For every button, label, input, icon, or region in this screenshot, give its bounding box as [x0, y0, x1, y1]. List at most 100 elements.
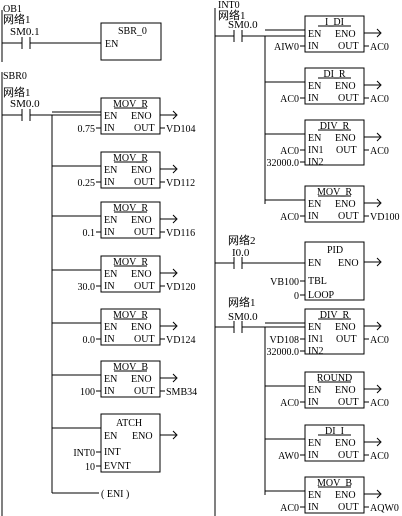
atch-block: ATCH EN ENO INT EVNT INT0 10 [52, 413, 178, 473]
block-out-value: VD112 [166, 178, 195, 189]
block-out-label: OUT [134, 123, 155, 134]
eno-arrow-icon [172, 110, 178, 120]
block-eno-label: ENO [131, 215, 152, 226]
block-eno-label: ENO [131, 165, 152, 176]
block-en-label: EN [308, 199, 321, 210]
block-out-label: OUT [338, 211, 359, 222]
int0-title: INT0 [218, 0, 240, 11]
eno-arrow-icon [172, 214, 178, 224]
block-out-value: AC0 [370, 94, 389, 105]
block-out-label: OUT [338, 502, 359, 513]
block-out-value: AQW0 [370, 503, 399, 514]
block-en-label: EN [308, 29, 321, 40]
pid-block-name: PID [327, 245, 343, 256]
ob1-title: OB1 [3, 4, 22, 15]
block-in-label: IN [308, 41, 319, 52]
block-out-label: OUT [336, 145, 357, 156]
call-block-en: EN [105, 39, 118, 50]
pid-en-label: EN [308, 258, 321, 269]
block-in1-label: IN1 [308, 145, 324, 156]
eno-arrow-icon [172, 164, 178, 174]
block-in1-label: IN1 [308, 334, 324, 345]
block-eno-label: ENO [131, 374, 152, 385]
block-out-label: OUT [338, 397, 359, 408]
pid-tbl-label: TBL [308, 276, 327, 287]
block-en-label: EN [104, 215, 117, 226]
block-in-value: AC0 [280, 212, 299, 223]
pid-loop-label: LOOP [308, 290, 335, 301]
ob1-program: OB1 网络1 SM0.1 SBR_0 EN [1, 4, 162, 62]
block-out-label: OUT [336, 334, 357, 345]
eno-arrow-icon [172, 430, 178, 440]
int0-network3-label: 网络1 [228, 295, 256, 309]
block-in-label: IN [104, 123, 115, 134]
block-eno-label: ENO [335, 81, 356, 92]
block-eno-label: ENO [131, 322, 152, 333]
eno-arrow-icon [376, 198, 382, 208]
block-en-label: EN [308, 385, 321, 396]
block-eno-label: ENO [131, 111, 152, 122]
block-in1-value: AC0 [280, 146, 299, 157]
block-in-value: AC0 [280, 503, 299, 514]
pid-eno-label: ENO [338, 258, 359, 269]
block-en-label: EN [104, 322, 117, 333]
block-en-label: EN [104, 269, 117, 280]
block-out-value: AC0 [370, 146, 389, 157]
block-eno-label: ENO [335, 199, 356, 210]
block-in2-label: IN2 [308, 157, 324, 168]
block-eno-label: ENO [335, 133, 356, 144]
block-out-label: OUT [134, 177, 155, 188]
block-out-value: AC0 [370, 398, 389, 409]
block-name: ROUND [317, 373, 353, 384]
block-in-label: IN [104, 177, 115, 188]
block-in-value: 0.25 [78, 178, 96, 189]
block-name: DI_R [323, 69, 346, 80]
block-name: MOV_B [317, 478, 352, 489]
block-name: DIV_R [320, 310, 350, 321]
sbr0-contact-label: SM0.0 [10, 98, 40, 110]
block-in-label: IN [308, 397, 319, 408]
block-out-value: VD120 [166, 282, 195, 293]
block-in-label: IN [308, 211, 319, 222]
block-out-value: SMB34 [166, 387, 197, 398]
sbr0-call-block: SBR_0 EN [100, 22, 162, 61]
block-eno-label: ENO [335, 385, 356, 396]
int0-network1-label: 网络1 [218, 8, 246, 22]
block-in-value: AC0 [280, 398, 299, 409]
atch-evnt-label: EVNT [104, 461, 131, 472]
block-in-value: 30.0 [78, 282, 96, 293]
int0-network2-label: 网络2 [228, 233, 256, 247]
block-in-value: AW0 [278, 451, 299, 462]
ob1-contact [21, 37, 31, 49]
block-out-label: OUT [338, 93, 359, 104]
block-eno-label: ENO [335, 438, 356, 449]
atch-block-name: ATCH [116, 418, 142, 429]
eno-arrow-icon [376, 257, 382, 267]
block-in-value: AC0 [280, 94, 299, 105]
int0-network2-contact-label: I0.0 [232, 247, 250, 259]
int0-network3-contact-label: SM0.0 [228, 311, 258, 323]
block-in-value: 100 [80, 387, 95, 398]
eno-arrow-icon [172, 321, 178, 331]
block-eno-label: ENO [335, 490, 356, 501]
block-out-label: OUT [338, 41, 359, 52]
block-name: DIV_R [320, 121, 350, 132]
block-name: MOV_R [113, 99, 148, 110]
block-en-label: EN [308, 490, 321, 501]
call-block-name: SBR_0 [118, 26, 147, 37]
pid-block: PID EN ENO TBL LOOP VB100 0 [270, 241, 382, 302]
eno-arrow-icon [376, 28, 382, 38]
block-out-label: OUT [134, 334, 155, 345]
sbr0-network-label: 网络1 [3, 85, 31, 99]
